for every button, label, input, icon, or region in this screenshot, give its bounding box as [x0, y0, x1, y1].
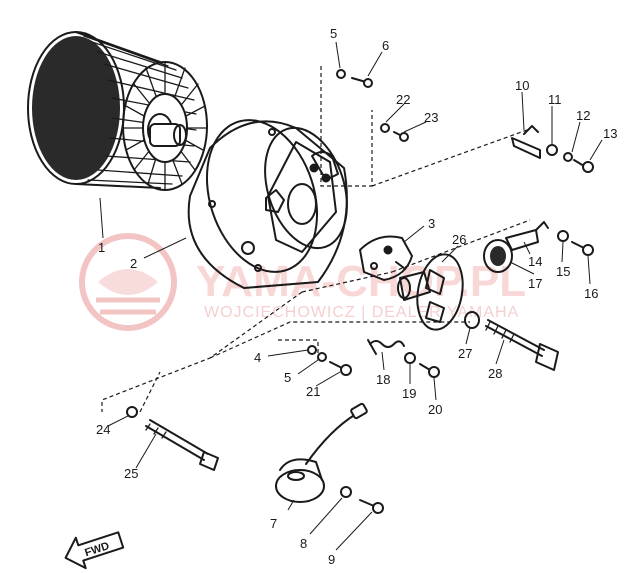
- callout-27: 27: [458, 346, 472, 361]
- callouts: 1 2 3 4 5 5 6 7 8 9 10 11 12 13 14 15 16…: [96, 26, 617, 567]
- washer-4: [307, 345, 317, 355]
- part-housing: [187, 119, 348, 289]
- washer-15: [557, 230, 569, 242]
- screw-16: [571, 241, 594, 256]
- watermark-logo: [79, 233, 177, 331]
- watermark-subtitle: WOJCIECHOWICZ | DEALER YAMAHA: [204, 304, 519, 321]
- callout-6: 6: [382, 38, 389, 53]
- callout-10: 10: [515, 78, 529, 93]
- callout-5-top: 5: [330, 26, 337, 41]
- washer-12: [563, 152, 573, 162]
- part-bracket-14: [505, 221, 549, 251]
- fasteners: [126, 69, 594, 514]
- leader-lines: [99, 41, 603, 551]
- callout-7: 7: [270, 516, 277, 531]
- screw-9: [359, 499, 384, 514]
- part-breaker-plate: [359, 235, 413, 281]
- washer-5-mid: [317, 352, 327, 362]
- callout-20: 20: [428, 402, 442, 417]
- callout-9: 9: [328, 552, 335, 567]
- washer-8: [340, 486, 352, 498]
- callout-1: 1: [98, 240, 105, 255]
- callout-19: 19: [402, 386, 416, 401]
- screw-13: [573, 159, 594, 173]
- washer-27: [464, 311, 480, 329]
- washer-24: [126, 406, 138, 418]
- washer-5-top: [336, 69, 346, 79]
- callout-14: 14: [528, 254, 542, 269]
- watermark-brand: YAMA-CHOP.PL: [196, 257, 526, 306]
- washer-11: [546, 144, 558, 156]
- callout-17: 17: [528, 276, 542, 291]
- part-long-bolt-25: [145, 419, 219, 471]
- screw-23: [393, 131, 409, 142]
- callout-13: 13: [603, 126, 617, 141]
- part-advancer-plate: [397, 253, 464, 331]
- callout-4: 4: [254, 350, 261, 365]
- forward-arrow: FWD: [64, 531, 125, 570]
- assembly-lines: [101, 66, 531, 413]
- callout-2: 2: [130, 256, 137, 271]
- part-spring-18: [367, 339, 405, 355]
- part-long-bolt-28: [485, 319, 559, 371]
- callout-21: 21: [306, 384, 320, 399]
- callout-15: 15: [556, 264, 570, 279]
- part-rotor-drum: [27, 31, 208, 191]
- callout-25: 25: [124, 466, 138, 481]
- washer-22: [380, 123, 390, 133]
- callout-3: 3: [428, 216, 435, 231]
- callout-22: 22: [396, 92, 410, 107]
- callout-11: 11: [548, 92, 562, 107]
- callout-8: 8: [300, 536, 307, 551]
- callout-23: 23: [424, 110, 438, 125]
- screw-6: [351, 77, 373, 88]
- callout-24: 24: [96, 422, 110, 437]
- callout-16: 16: [584, 286, 598, 301]
- callout-12: 12: [576, 108, 590, 123]
- washer-19: [404, 352, 416, 364]
- callout-18: 18: [376, 372, 390, 387]
- part-condenser-7: [275, 402, 368, 503]
- screw-20: [419, 363, 440, 378]
- screw-21: [329, 361, 352, 376]
- part-bracket-10: [511, 125, 541, 159]
- callout-26: 26: [452, 232, 466, 247]
- callout-5-mid: 5: [284, 370, 291, 385]
- callout-28: 28: [488, 366, 502, 381]
- part-cam: [483, 239, 513, 273]
